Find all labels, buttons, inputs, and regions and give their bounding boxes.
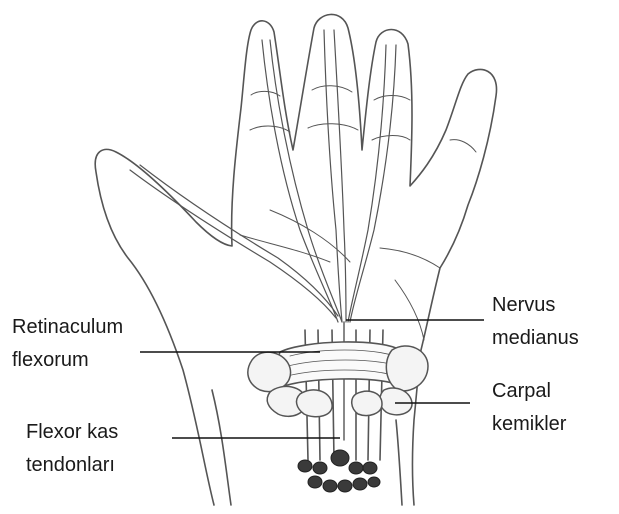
label-retinaculum-line2: flexorum xyxy=(12,344,123,377)
label-nervus-line1: Nervus xyxy=(492,289,579,322)
label-carpal-bones: Carpal kemikler xyxy=(492,375,566,441)
label-flexor-tendons: Flexor kas tendonları xyxy=(26,416,118,482)
label-retinaculum-line1: Retinaculum xyxy=(12,311,123,344)
label-retinaculum-flexorum: Retinaculum flexorum xyxy=(12,311,123,377)
label-carpal-line1: Carpal xyxy=(492,375,566,408)
label-nervus-line2: medianus xyxy=(492,322,579,355)
label-flexor-line1: Flexor kas xyxy=(26,416,118,449)
hand-outline xyxy=(95,14,496,505)
label-flexor-line2: tendonları xyxy=(26,449,118,482)
label-nervus-medianus: Nervus medianus xyxy=(492,289,579,355)
label-carpal-line2: kemikler xyxy=(492,408,566,441)
